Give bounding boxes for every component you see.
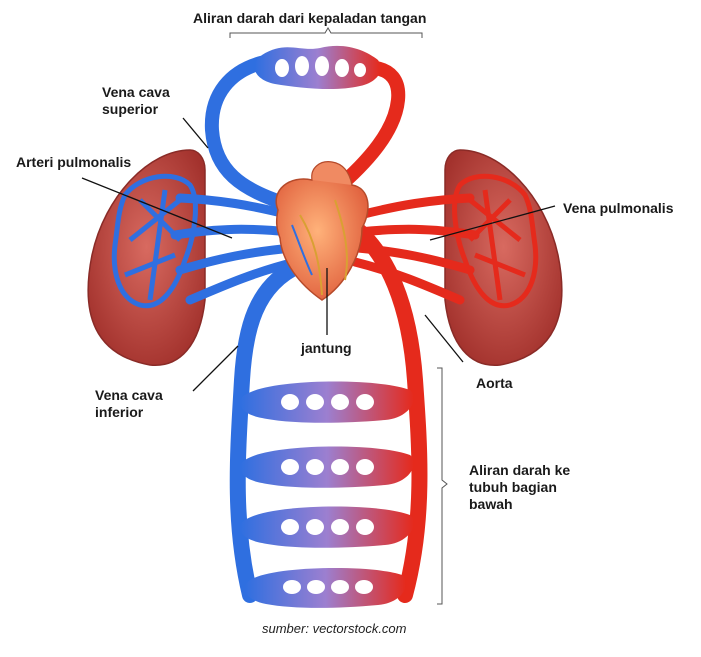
label-aorta: Aorta [476, 375, 513, 391]
label-lower-body-line3: bawah [469, 496, 513, 512]
label-vena-cava-inferior: Vena cava inferior [95, 387, 163, 421]
label-vena-cava-inferior-line1: Vena cava [95, 387, 163, 403]
leader-lines [81, 117, 556, 392]
aorta-vessel [337, 212, 428, 603]
label-lower-body-line2: tubuh bagian [469, 479, 557, 495]
vena-cava-superior-vessel [204, 55, 297, 212]
label-vena-cava-inferior-line2: inferior [95, 404, 144, 420]
label-vena-cava-superior: Vena cava superior [102, 84, 170, 118]
label-top-flow: Aliran darah dari kepaladan tangan [193, 10, 427, 26]
label-arteri-pulmonalis: Arteri pulmonalis [16, 154, 132, 170]
label-lower-body-line1: Aliran darah ke [469, 462, 571, 478]
right-lung-capillaries [452, 173, 539, 309]
right-bracket [437, 367, 448, 605]
label-vena-cava-superior-line1: Vena cava [102, 84, 170, 100]
heart [275, 161, 369, 301]
top-bracket [229, 27, 423, 38]
label-vena-cava-superior-line2: superior [102, 101, 159, 117]
vena-cava-inferior-vessel [229, 257, 308, 603]
lower-capillary-beds [240, 381, 414, 608]
source-credit: sumber: vectorstock.com [262, 621, 407, 636]
left-lung-capillaries [111, 173, 198, 309]
label-jantung: jantung [301, 340, 352, 356]
aorta-upper-vessel [328, 61, 406, 197]
label-vena-pulmonalis: Vena pulmonalis [563, 200, 674, 216]
upper-capillary-bed [254, 45, 381, 90]
label-lower-body-flow: Aliran darah ke tubuh bagian bawah [469, 462, 570, 513]
